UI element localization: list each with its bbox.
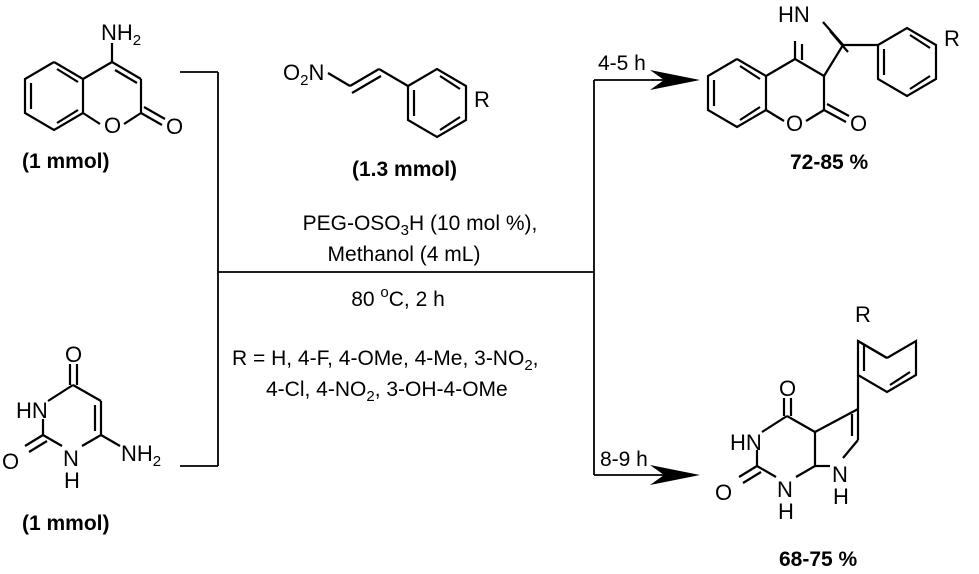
lower-carbonyl-oxygen-bottom: O [715, 480, 732, 505]
solvent-label: Methanol (4 mL) [328, 243, 481, 266]
upper-r-label: R [944, 26, 960, 51]
aminocoumarin-amount: (1 mmol) [22, 150, 110, 173]
uracil-amine-label: NH2 [121, 441, 161, 470]
pyrrole-nh-label: HN [778, 2, 810, 27]
upper-arrow-head [650, 70, 700, 90]
r-substituent-label: R [474, 87, 490, 112]
lower-yield: 68-75 % [779, 548, 858, 571]
lower-carbonyl-oxygen-top: O [779, 376, 796, 401]
lower-h-bottom: H [778, 499, 794, 524]
lower-pyrrole-h: H [833, 484, 849, 509]
carbonyl-oxygen-label: O [166, 114, 183, 139]
upper-yield: 72-85 % [790, 151, 869, 174]
temperature-label: 80 oC, 2 h [351, 284, 445, 311]
uracil-oxygen-bottom: O [2, 449, 19, 474]
ring-oxygen-label: O [104, 113, 121, 138]
uracil-h-bottom: H [64, 468, 80, 493]
uracil-oxygen-top: O [65, 342, 82, 367]
lower-n-bottom: N [777, 477, 793, 502]
lower-r-label: R [855, 302, 871, 327]
catalyst-label: PEG-OSO3H (10 mol %), [303, 212, 538, 239]
nitrostyrene-structure [327, 67, 468, 139]
amine-label: NH2 [101, 20, 141, 49]
lower-arrow-head [650, 465, 700, 485]
lower-product-structure [738, 339, 918, 484]
nitro-group-label: O2N [283, 60, 324, 89]
product-carbonyl-oxygen: O [850, 111, 867, 136]
aminocoumarin-structure [23, 43, 166, 132]
lower-nh-left: HN [730, 430, 762, 455]
upper-route-time: 4-5 h [598, 52, 646, 75]
upper-product-structure [706, 21, 938, 129]
aminouracil-amount: (1 mmol) [22, 512, 110, 535]
product-ring-oxygen: O [786, 111, 803, 136]
lower-pyrrole-n: N [832, 462, 848, 487]
uracil-n-bottom: N [63, 446, 79, 471]
uracil-nh-left: HN [16, 398, 48, 423]
aminouracil-structure [24, 364, 121, 453]
bracket-lines [180, 71, 690, 476]
lower-route-time: 8-9 h [600, 448, 648, 471]
substituents-line-1: R = H, 4-F, 4-OMe, 4-Me, 3-NO2, [232, 347, 539, 374]
substituents-line-2: 4-Cl, 4-NO2, 3-OH-4-OMe [266, 378, 508, 405]
nitrostyrene-amount: (1.3 mmol) [352, 158, 457, 181]
